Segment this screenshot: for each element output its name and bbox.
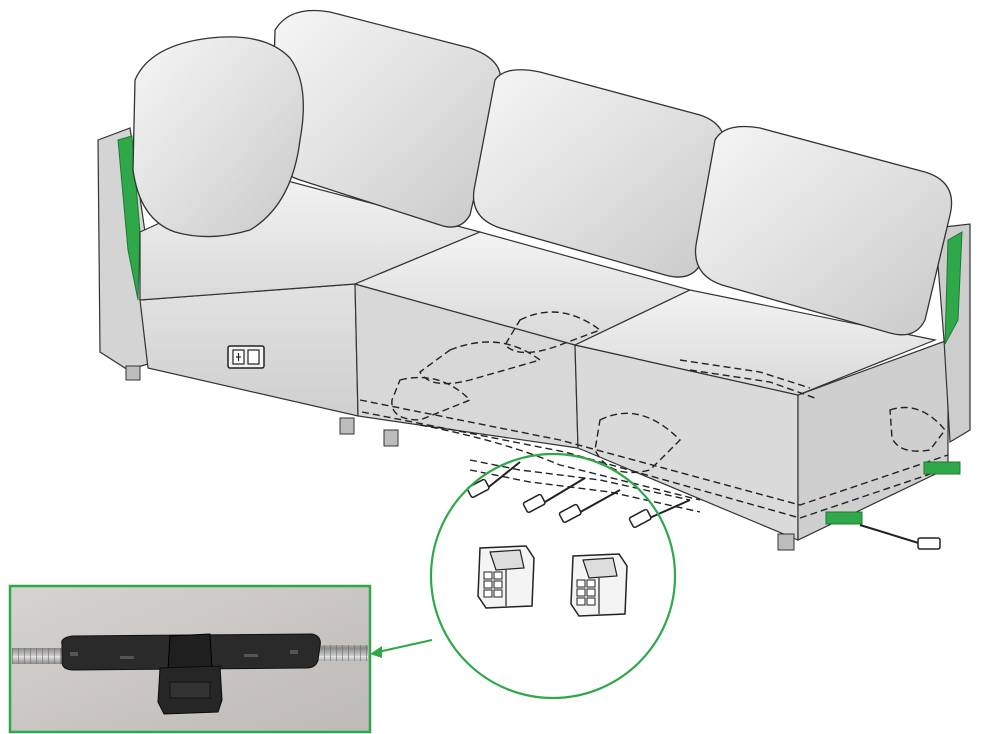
splitter-center-block xyxy=(167,633,213,671)
cable-plug xyxy=(558,503,582,524)
connector-plug-left xyxy=(477,545,535,609)
callout-circle xyxy=(429,452,677,700)
sofa-base xyxy=(97,127,971,551)
leg xyxy=(339,417,355,435)
connector-plug-right xyxy=(570,553,628,617)
right-side-panel xyxy=(934,223,971,444)
back-cushion-right xyxy=(694,125,953,336)
side-pillow-left xyxy=(132,36,304,238)
right-green-accent xyxy=(944,231,963,345)
metal-hose-left xyxy=(12,648,72,664)
seat-cushion-right xyxy=(573,289,938,396)
green-connectors xyxy=(825,461,961,525)
leg xyxy=(125,365,141,381)
cable-plug xyxy=(466,478,490,499)
cable-plug xyxy=(917,537,941,550)
cable-plug xyxy=(628,508,652,529)
inset-photo-cable-splitter xyxy=(8,584,372,734)
metal-hose-right xyxy=(308,645,368,661)
leg xyxy=(777,533,795,551)
back-cushions xyxy=(132,9,953,336)
cable-plug xyxy=(522,493,546,514)
callout-arrow xyxy=(370,639,433,658)
power-outlet-unit xyxy=(227,345,265,369)
connector-cables xyxy=(466,461,941,550)
leg xyxy=(383,429,399,447)
